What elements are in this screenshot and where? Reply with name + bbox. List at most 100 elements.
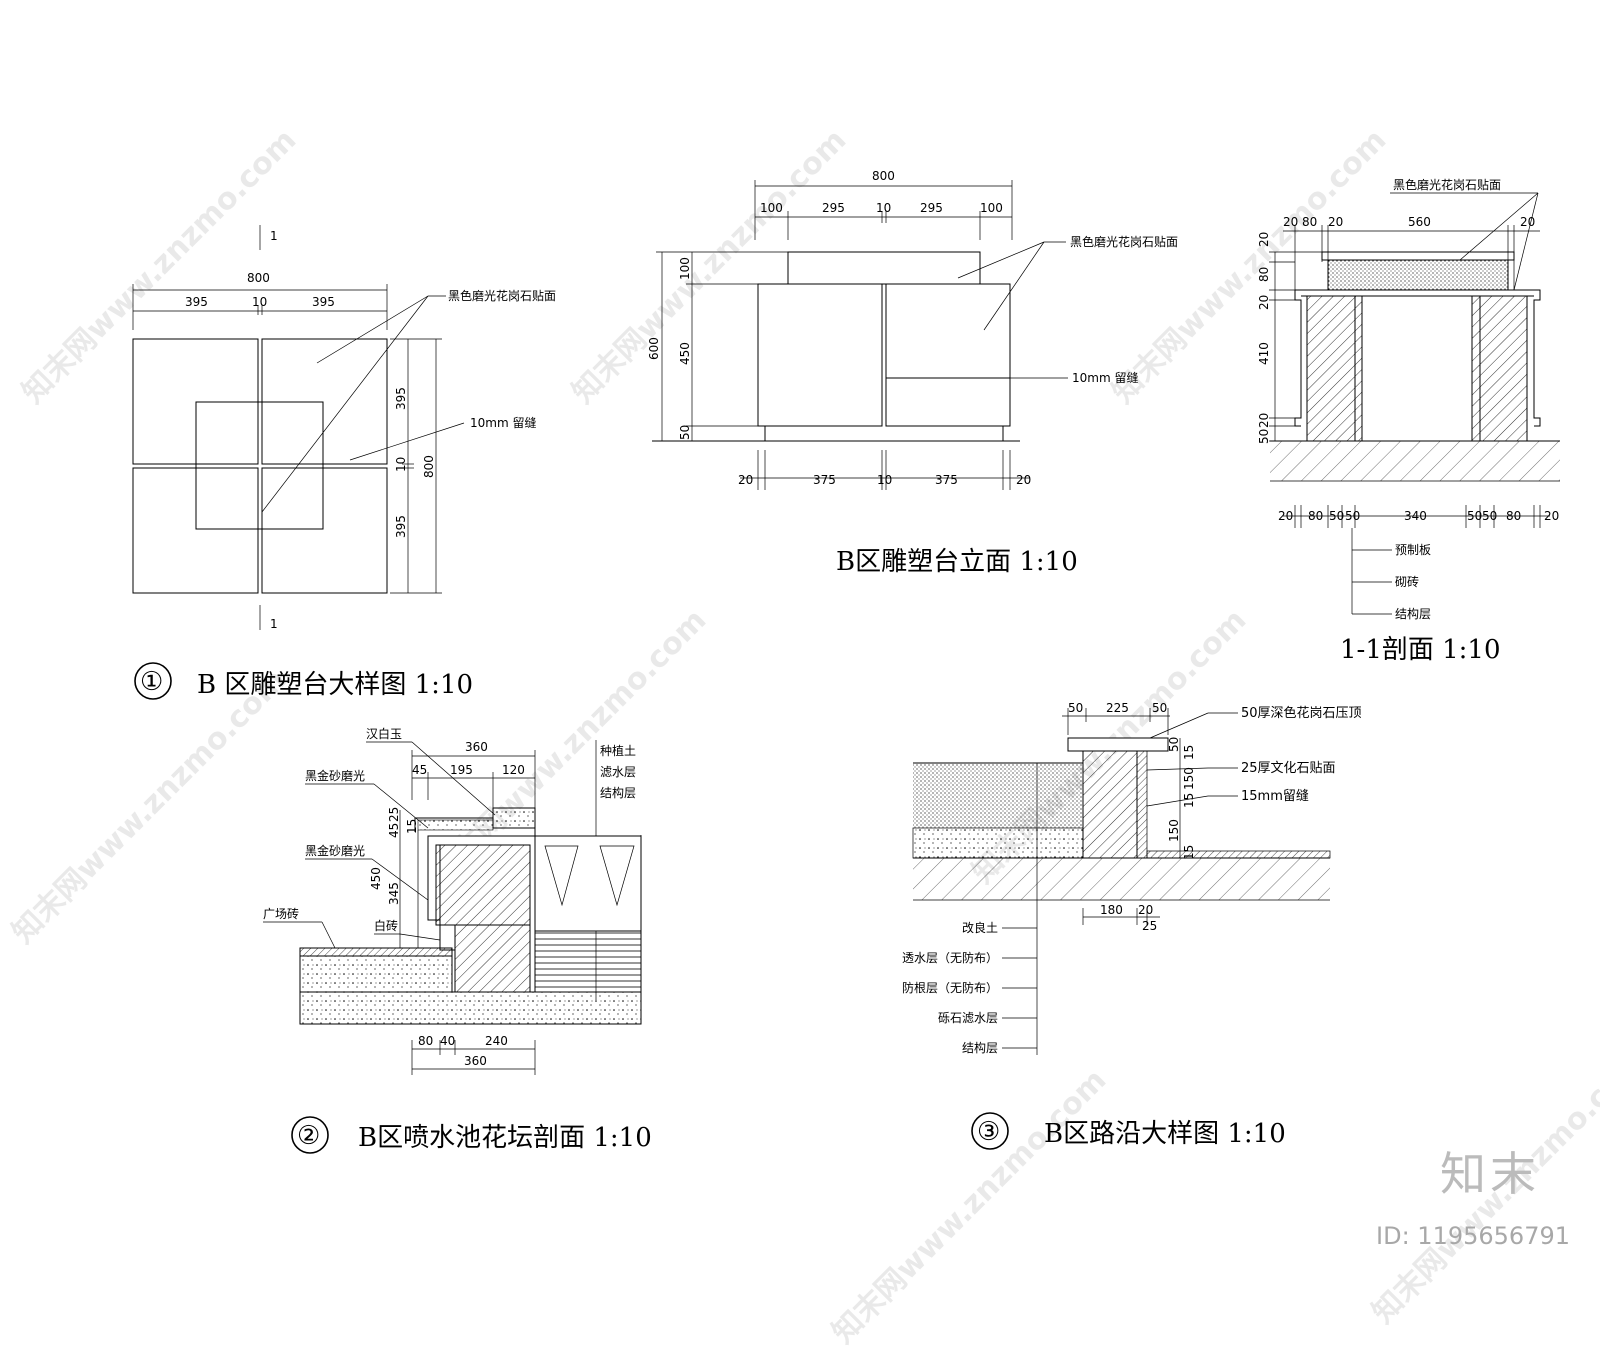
note-elev-stone: 黑色磨光花岗石贴面 — [1070, 234, 1178, 249]
dim-curb-right-1: 50 — [1167, 737, 1181, 752]
fountain-right-2: 滤水层 — [600, 765, 636, 779]
note-curb-1: 50厚深色花岗石压顶 — [1241, 705, 1362, 721]
fountain-label-5: 白砖 — [374, 918, 398, 933]
dim-elev-left-1: 100 — [678, 257, 692, 280]
section-mark-bottom: 1 — [270, 617, 278, 631]
detail-num-3: ③ — [977, 1117, 1000, 1147]
dim-fountain-bot-1: 80 — [418, 1034, 433, 1048]
dim-curb-top-2: 225 — [1106, 701, 1129, 715]
dim-fountain-bot-4: 360 — [464, 1054, 487, 1068]
dim-elev-bot-5: 20 — [1016, 473, 1031, 487]
dim-sect-top-2: 80 — [1302, 215, 1317, 229]
dim-plan-total-vert: 800 — [422, 455, 436, 478]
dim-sect-left-3: 20 — [1257, 295, 1271, 310]
title-fountain: B区喷水池花坛剖面 1:10 — [358, 1123, 652, 1153]
dim-fountain-top-4: 120 — [502, 763, 525, 777]
dim-plan-a-vert: 395 — [394, 387, 408, 410]
curb-layer-3: 防根层（无防布） — [902, 980, 998, 995]
curb-detail: 50 225 50 50 15 150 15 150 15 50厚深色花岗石压顶… — [902, 701, 1362, 1150]
dim-fountain-left-4: 450 — [369, 867, 383, 890]
curb-layer-4: 砾石滤水层 — [938, 1011, 998, 1025]
dim-fountain-bot-2: 40 — [440, 1034, 455, 1048]
image-id-text: ID: 1195656791 — [1376, 1222, 1570, 1250]
title-elevation: B区雕塑台立面 1:10 — [836, 547, 1078, 577]
dim-sect-bot-7: 50 — [1482, 509, 1497, 523]
dim-sect-left-2: 80 — [1257, 267, 1271, 282]
dim-elev-bot-3: 10 — [877, 473, 892, 487]
dim-sect-left-4: 410 — [1257, 342, 1271, 365]
dim-fountain-top-1: 360 — [465, 740, 488, 754]
curb-layer-1: 改良土 — [962, 920, 998, 935]
dim-curb-bot-3: 25 — [1142, 919, 1157, 933]
dim-fountain-left-3: 15 — [405, 819, 419, 834]
detail-number-1 — [134, 662, 172, 700]
dim-sect-bot-8: 80 — [1506, 509, 1521, 523]
elevation-detail: 800 100 295 10 295 100 600 100 450 50 — [647, 169, 1178, 577]
dim-fountain-left-2: 45 — [387, 823, 401, 838]
title-section-1-1: 1-1剖面 1:10 — [1340, 635, 1501, 665]
note-plan-joint: 10mm 留缝 — [470, 415, 536, 430]
fountain-section: 汉白玉 黑金砂磨光 黑金砂磨光 广场砖 白砖 种植土 滤水层 结构层 360 4… — [263, 726, 652, 1154]
dim-plan-a: 395 — [185, 295, 208, 309]
title-plan: B 区雕塑台大样图 1:10 — [197, 670, 473, 700]
fountain-label-3: 黑金砂磨光 — [305, 843, 365, 858]
fountain-label-4: 广场砖 — [263, 906, 299, 921]
brand-logo-text: 知末 — [1440, 1147, 1540, 1201]
dim-sect-top-4: 560 — [1408, 215, 1431, 229]
dim-fountain-top-3: 195 — [450, 763, 473, 777]
dim-fountain-left-5: 345 — [387, 882, 401, 905]
detail-number-2 — [291, 1116, 329, 1154]
dim-elev-left-total: 600 — [647, 337, 661, 360]
dim-elev-bot-2: 375 — [813, 473, 836, 487]
dim-elev-bot-1: 20 — [738, 473, 753, 487]
dim-curb-bot-1: 180 — [1100, 903, 1123, 917]
dim-curb-top-1: 50 — [1068, 701, 1083, 715]
note-curb-3: 15mm留缝 — [1241, 789, 1309, 804]
dim-fountain-top-2: 45 — [412, 763, 427, 777]
dim-elev-top-2: 295 — [822, 201, 845, 215]
note-elev-joint: 10mm 留缝 — [1072, 370, 1138, 385]
dim-sect-bot-1: 20 — [1278, 509, 1293, 523]
fountain-label-1: 汉白玉 — [366, 726, 402, 741]
dim-plan-b: 10 — [252, 295, 267, 309]
dim-sect-bot-6: 50 — [1467, 509, 1482, 523]
dim-sect-top-5: 20 — [1520, 215, 1535, 229]
section-mark-top: 1 — [270, 229, 278, 243]
dim-curb-right-2: 15 — [1182, 745, 1196, 760]
dim-plan-c-vert: 395 — [394, 515, 408, 538]
dim-fountain-left-1: 25 — [387, 807, 401, 822]
dim-elev-left-3: 50 — [678, 425, 692, 440]
title-curb: B区路沿大样图 1:10 — [1044, 1119, 1286, 1149]
drawing-sheet: 1 1 800 395 10 395 395 10 395 800 — [132, 169, 1560, 1154]
dim-sect-left-5: 20 — [1257, 413, 1271, 428]
dim-sect-bot-5: 340 — [1404, 509, 1427, 523]
dim-plan-total: 800 — [247, 271, 270, 285]
dim-sect-top-3: 20 — [1328, 215, 1343, 229]
plan-detail: 1 1 800 395 10 395 395 10 395 800 — [132, 225, 556, 700]
dim-sect-bot-9: 20 — [1544, 509, 1559, 523]
dim-sect-left-6: 50 — [1257, 429, 1271, 444]
dim-curb-bot-2: 20 — [1138, 903, 1153, 917]
dim-elev-left-2: 450 — [678, 342, 692, 365]
fountain-right-1: 种植土 — [600, 743, 636, 758]
dim-curb-right-4: 15 — [1182, 793, 1196, 808]
dim-elev-bot-4: 375 — [935, 473, 958, 487]
sect-layer-2: 砌砖 — [1395, 574, 1419, 589]
fountain-right-3: 结构层 — [600, 785, 636, 800]
detail-number-3 — [971, 1112, 1009, 1150]
sect-layer-1: 预制板 — [1395, 543, 1431, 557]
dim-sect-left-1: 20 — [1257, 232, 1271, 247]
dim-elev-top-3: 10 — [876, 201, 891, 215]
dim-plan-c: 395 — [312, 295, 335, 309]
note-plan-stone: 黑色磨光花岗石贴面 — [448, 288, 556, 303]
dim-fountain-bot-3: 240 — [485, 1034, 508, 1048]
dim-sect-top-1: 20 — [1283, 215, 1298, 229]
dim-sect-bot-4: 50 — [1345, 509, 1360, 523]
curb-layer-2: 透水层（无防布） — [902, 950, 998, 965]
note-curb-2: 25厚文化石贴面 — [1241, 761, 1336, 776]
curb-layer-5: 结构层 — [962, 1040, 998, 1055]
detail-num-1: ① — [140, 667, 163, 697]
dim-elev-total: 800 — [872, 169, 895, 183]
dim-curb-right-3: 150 — [1182, 767, 1196, 790]
sect-layer-3: 结构层 — [1395, 606, 1431, 621]
